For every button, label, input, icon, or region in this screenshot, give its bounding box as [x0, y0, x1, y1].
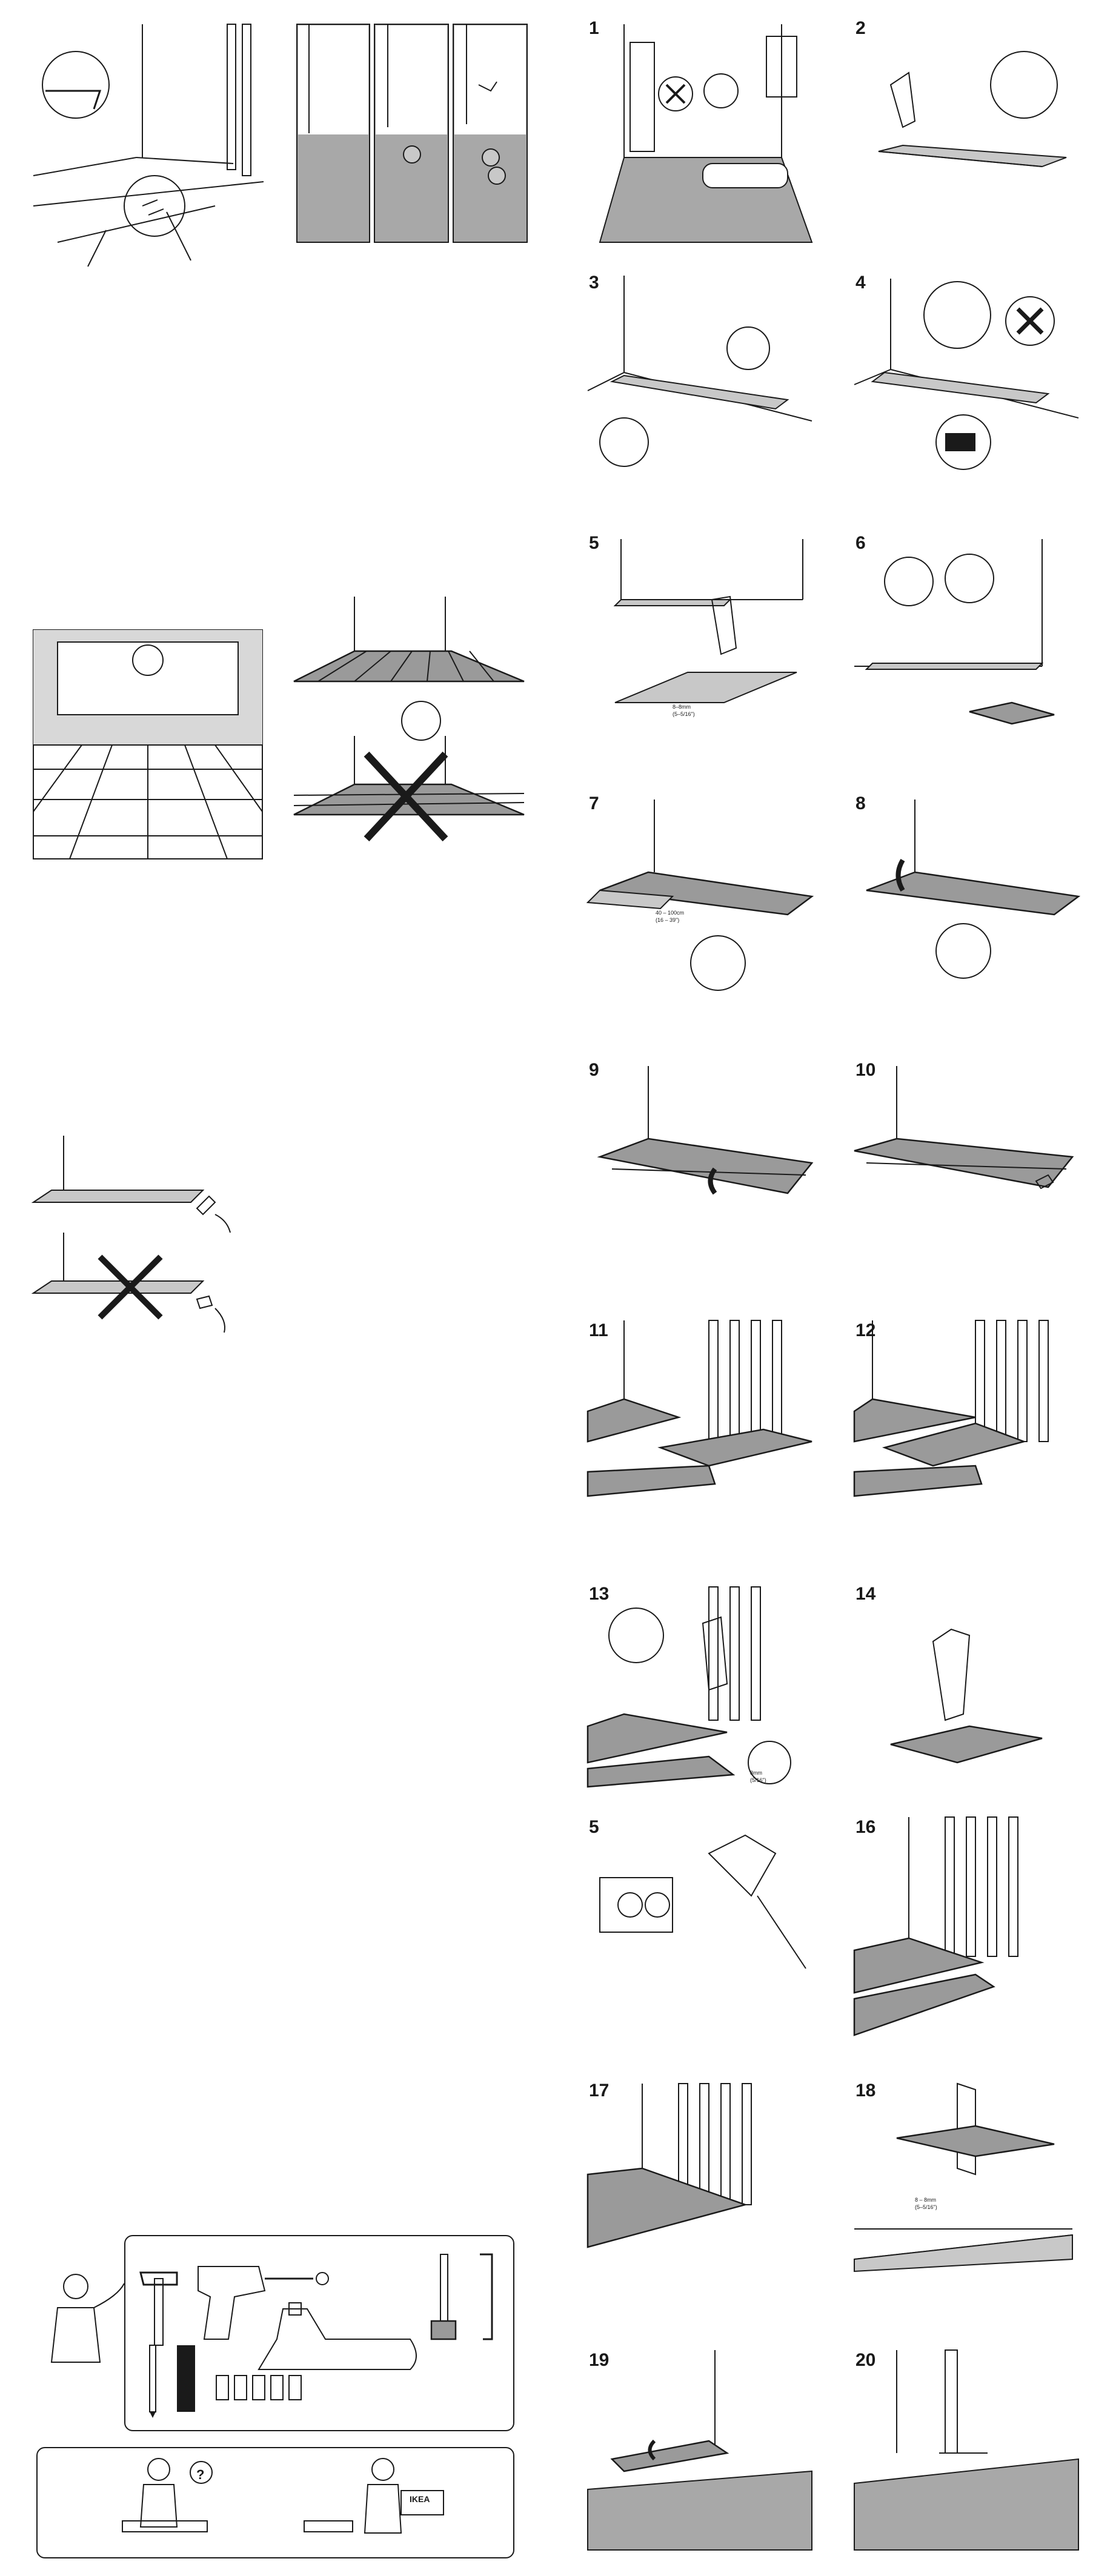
- step-7-illustration: [588, 800, 818, 1005]
- step-9-illustration: [588, 1066, 818, 1223]
- step-12-illustration: [854, 1320, 1085, 1514]
- tools-panel: [124, 2235, 514, 2431]
- step-18-illustration: [854, 2084, 1085, 2290]
- step-17-illustration: [588, 2084, 818, 2277]
- help-panel: ? IKEA: [36, 2447, 514, 2558]
- step-15-illustration: [600, 1829, 818, 1987]
- step-10-illustration: [854, 1066, 1085, 1223]
- hammer-icon: [138, 2254, 180, 2351]
- step-19-illustration: [588, 2350, 818, 2550]
- corner-moisture-illustration: [33, 24, 300, 267]
- step-8-illustration: [854, 800, 1085, 1005]
- step-number: 2: [855, 18, 866, 39]
- pull-bar-icon: [474, 2248, 504, 2345]
- step-4-illustration: [854, 279, 1085, 485]
- step-13-diameter-label: 8mm (5/16"): [750, 1769, 805, 1787]
- underlay-rolling-illustration: [297, 24, 539, 248]
- svg-text:8mm: 8mm: [750, 1770, 762, 1776]
- step-2-illustration: [866, 36, 1085, 218]
- step-7-range-label: 40 – 100cm (16 – 39"): [656, 909, 728, 927]
- step-3-illustration: [588, 276, 818, 482]
- pencil-icon: [144, 2345, 162, 2418]
- jigsaw-icon: [253, 2303, 422, 2382]
- step-5-gap-label: 8–8mm (5–5/16"): [673, 703, 745, 721]
- step-18-gap-label: 8 – 8mm (5–5/16"): [915, 2196, 969, 2214]
- question-mark: ?: [196, 2467, 204, 2483]
- step-number: 1: [589, 18, 599, 39]
- tapping-warning-illustration: [33, 1136, 288, 1390]
- tape-icon: [171, 2345, 201, 2418]
- svg-text:8 – 8mm: 8 – 8mm: [915, 2197, 936, 2203]
- person-figure-icon: [27, 2271, 124, 2368]
- step-6-illustration: [854, 539, 1085, 739]
- confused-person-icon: [110, 2454, 244, 2557]
- ikea-logo: IKEA: [410, 2494, 430, 2504]
- room-light-direction-illustration: [33, 630, 264, 860]
- spacer-block-icon: [428, 2248, 465, 2345]
- spacers-icon: [216, 2376, 313, 2412]
- svg-text:(16 – 39"): (16 – 39"): [656, 917, 679, 923]
- ikea-help-person-icon: [292, 2454, 450, 2557]
- step-14-illustration: [872, 1593, 1091, 1787]
- step-number: 5: [589, 1817, 599, 1838]
- svg-text:40 – 100cm: 40 – 100cm: [656, 910, 684, 916]
- plank-direction-illustration: [294, 597, 536, 851]
- step-1-illustration: [600, 24, 818, 242]
- svg-text:(5–5/16"): (5–5/16"): [673, 711, 695, 717]
- step-16-illustration: [854, 1817, 1085, 2047]
- svg-text:8–8mm: 8–8mm: [673, 704, 691, 710]
- step-20-illustration: [854, 2350, 1085, 2550]
- svg-text:(5/16"): (5/16"): [750, 1777, 766, 1783]
- svg-text:(5–5/16"): (5–5/16"): [915, 2204, 937, 2210]
- step-11-illustration: [588, 1320, 818, 1514]
- step-13-illustration: [588, 1587, 818, 1793]
